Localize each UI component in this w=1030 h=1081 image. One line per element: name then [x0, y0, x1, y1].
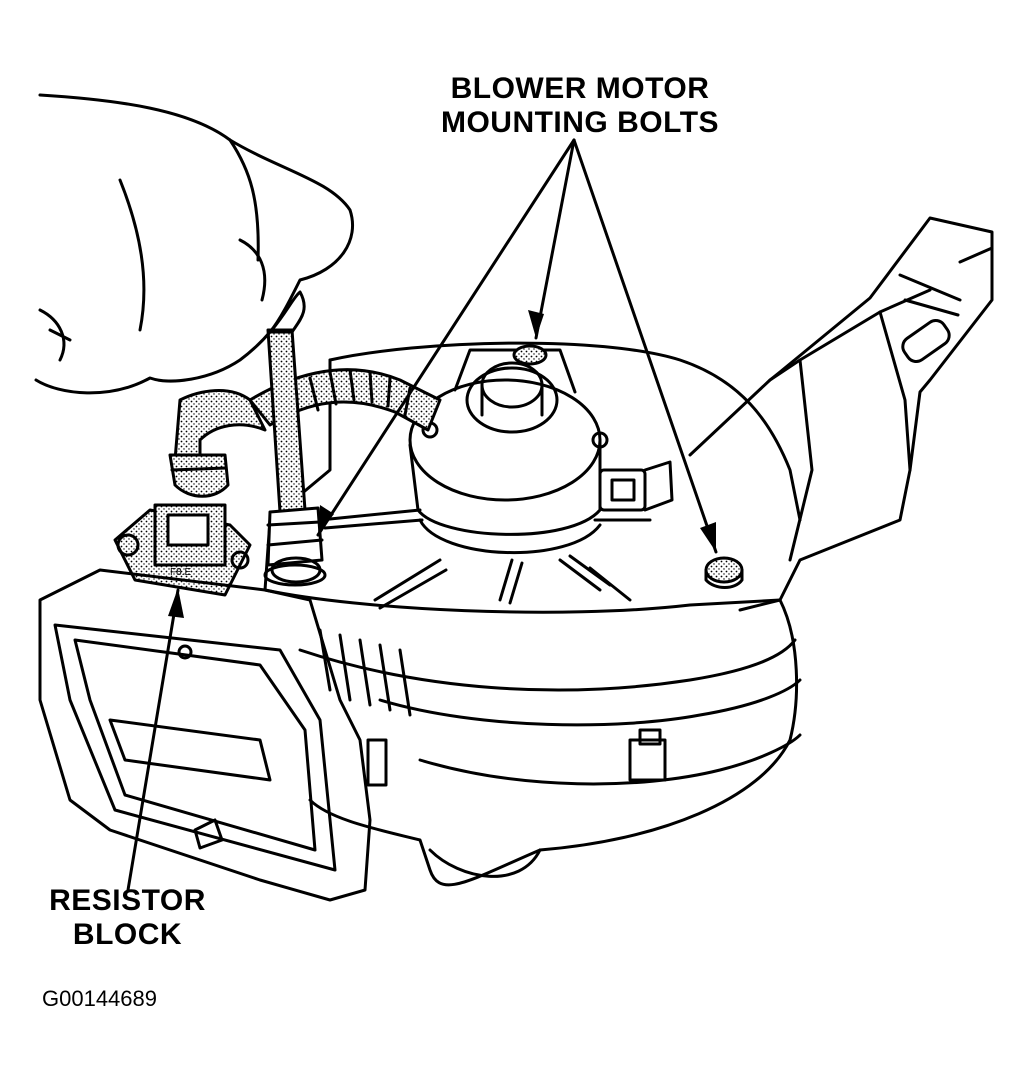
mounting-bolt-top	[512, 344, 548, 366]
svg-text:F8.E: F8.E	[170, 567, 191, 578]
blower-housing	[263, 341, 802, 887]
wire-harness	[168, 368, 442, 498]
blower-motor-mounting-bolts-label: BLOWER MOTOR MOUNTING BOLTS	[420, 72, 740, 140]
leader-lines	[126, 138, 718, 892]
arrowheads	[168, 310, 716, 618]
resistor-label-line2: BLOCK	[72, 918, 183, 951]
screwdriver	[263, 328, 327, 587]
blower-motor	[408, 348, 674, 555]
blower-label-line2: MOUNTING BOLTS	[440, 106, 720, 139]
mounting-bolt-right	[704, 556, 744, 589]
figure-id: G00144689	[42, 986, 157, 1011]
resistor-block-label: RESISTOR BLOCK	[40, 884, 215, 952]
mounting-bolt-left	[270, 556, 322, 584]
resistor-block: F8.E	[113, 503, 252, 597]
inlet-frame	[38, 568, 388, 902]
resistor-label-line1: RESISTOR	[49, 884, 206, 917]
blower-label-line1: BLOWER MOTOR	[450, 72, 710, 105]
hand	[34, 93, 355, 395]
mounting-bracket	[688, 216, 994, 612]
